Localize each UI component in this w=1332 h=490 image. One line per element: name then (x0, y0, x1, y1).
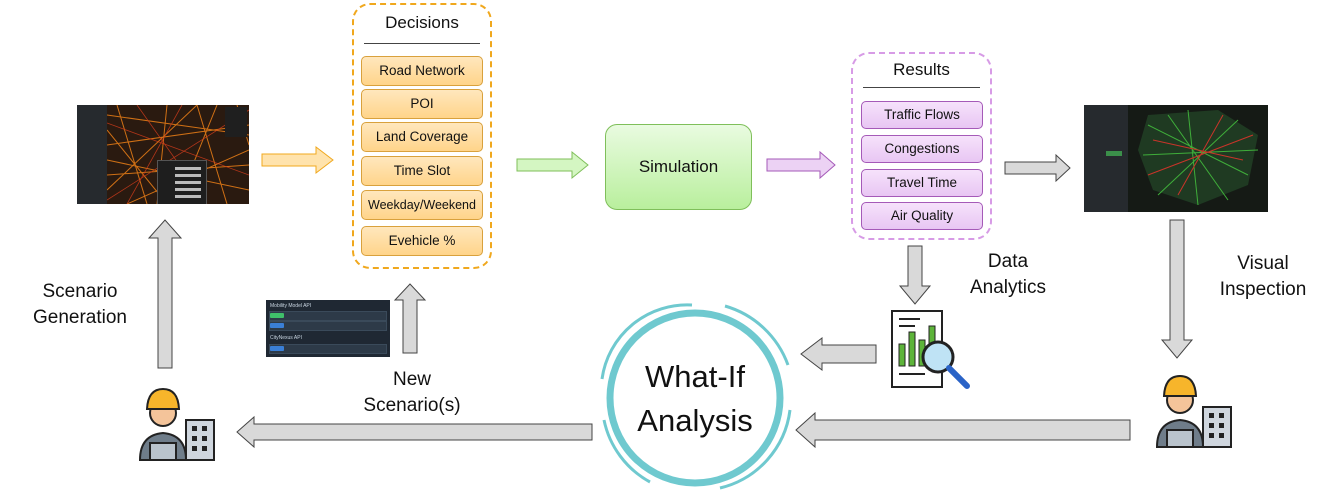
label-new-scenarios: New Scenario(s) (363, 369, 461, 416)
decision-weekday-weekend: Weekday/Weekend (361, 190, 483, 220)
arrow-data-analytics (898, 245, 932, 305)
results-group: Results Traffic Flows Congestions Travel… (851, 52, 992, 240)
result-air-quality: Air Quality (861, 202, 983, 230)
map-screenshot-left (77, 105, 249, 204)
traffic-map (1128, 105, 1268, 212)
arrow-to-visual (1004, 153, 1071, 183)
api-title-citynexus: CityNexus API (270, 335, 302, 341)
decision-poi: POI (361, 89, 483, 119)
api-panel-screenshot: Mobility Model API CityNexus API (266, 300, 390, 357)
decisions-group: Decisions Road Network POI Land Coverage… (352, 3, 492, 269)
decision-land-coverage: Land Coverage (361, 122, 483, 152)
arrow-to-decisions (261, 145, 334, 175)
what-if-circle (600, 303, 792, 490)
arrow-scenario-generation (147, 219, 183, 369)
arrow-analytics-to-whatif (800, 336, 877, 372)
result-travel-time: Travel Time (861, 169, 983, 197)
engineer-icon-left (138, 387, 215, 461)
what-if-line1: What-If (645, 359, 745, 394)
arrow-whatif-to-engineer (236, 415, 593, 449)
simulation-box: Simulation (605, 124, 752, 210)
arrow-to-results (766, 150, 836, 180)
arrow-new-scenario (393, 283, 427, 354)
results-title: Results (893, 60, 950, 79)
label-visual-inspection: Visual Inspection (1219, 253, 1307, 300)
decision-road-network: Road Network (361, 56, 483, 86)
result-congestions: Congestions (861, 135, 983, 163)
decision-evehicle: Evehicle % (361, 226, 483, 256)
result-traffic-flows: Traffic Flows (861, 101, 983, 129)
api-title-mobility: Mobility Model API (270, 303, 312, 309)
engineer-icon-right (1155, 374, 1232, 448)
arrow-visual-inspection (1160, 219, 1194, 359)
arrow-to-simulation (516, 150, 589, 180)
decisions-title: Decisions (385, 13, 459, 32)
map-screenshot-right (1084, 105, 1268, 212)
label-data-analytics: Data Analytics (969, 251, 1047, 298)
what-if-line2: Analysis (637, 403, 753, 438)
decision-time-slot: Time Slot (361, 156, 483, 186)
label-scenario-generation: Scenario Generation (32, 281, 127, 328)
what-if-text: What-If Analysis (610, 355, 780, 443)
arrow-inspection-to-whatif (795, 411, 1131, 449)
report-analytics-icon (891, 310, 970, 389)
